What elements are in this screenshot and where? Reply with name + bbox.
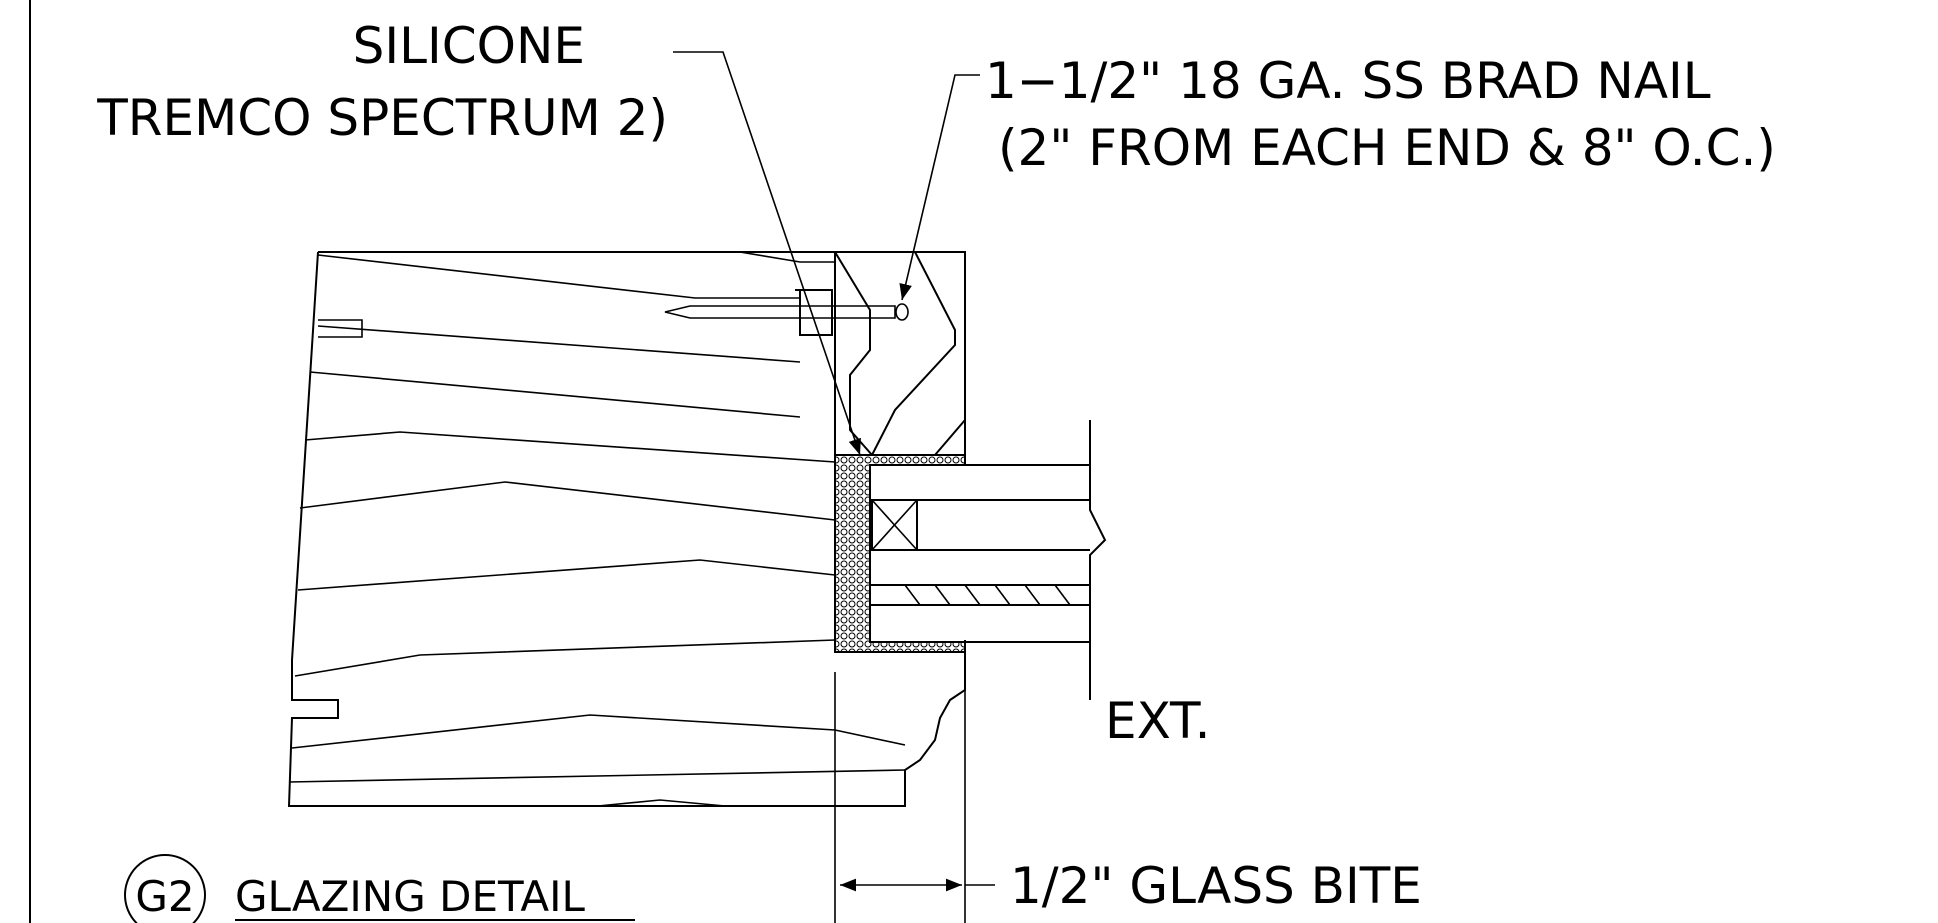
detail-title: GLAZING DETAIL	[235, 872, 586, 921]
brad-nail	[664, 303, 909, 321]
glazing-stop	[795, 251, 966, 456]
nail-label-line2: (2" FROM EACH END & 8" O.C.)	[998, 119, 1776, 177]
glass-bite-dimension	[834, 672, 995, 923]
silicone-label-line1: SILICONE	[353, 17, 585, 75]
sealant-bed	[834, 454, 966, 653]
exterior-label: EXT.	[1105, 692, 1210, 750]
silicone-label-line2: TREMCO SPECTRUM 2)	[96, 89, 668, 147]
nail-label-line1: 1−1/2" 18 GA. SS BRAD NAIL	[985, 52, 1711, 110]
detail-tag: G2	[135, 872, 194, 921]
detail-title-block: G2 GLAZING DETAIL	[124, 854, 635, 923]
nail-leader	[899, 74, 980, 301]
detail-tag-circle	[124, 854, 206, 923]
glass-bite-label: 1/2" GLASS BITE	[1010, 857, 1422, 915]
silicone-leader	[673, 51, 861, 456]
sash-profile	[287, 251, 966, 807]
insulated-glass-unit	[870, 420, 1107, 700]
